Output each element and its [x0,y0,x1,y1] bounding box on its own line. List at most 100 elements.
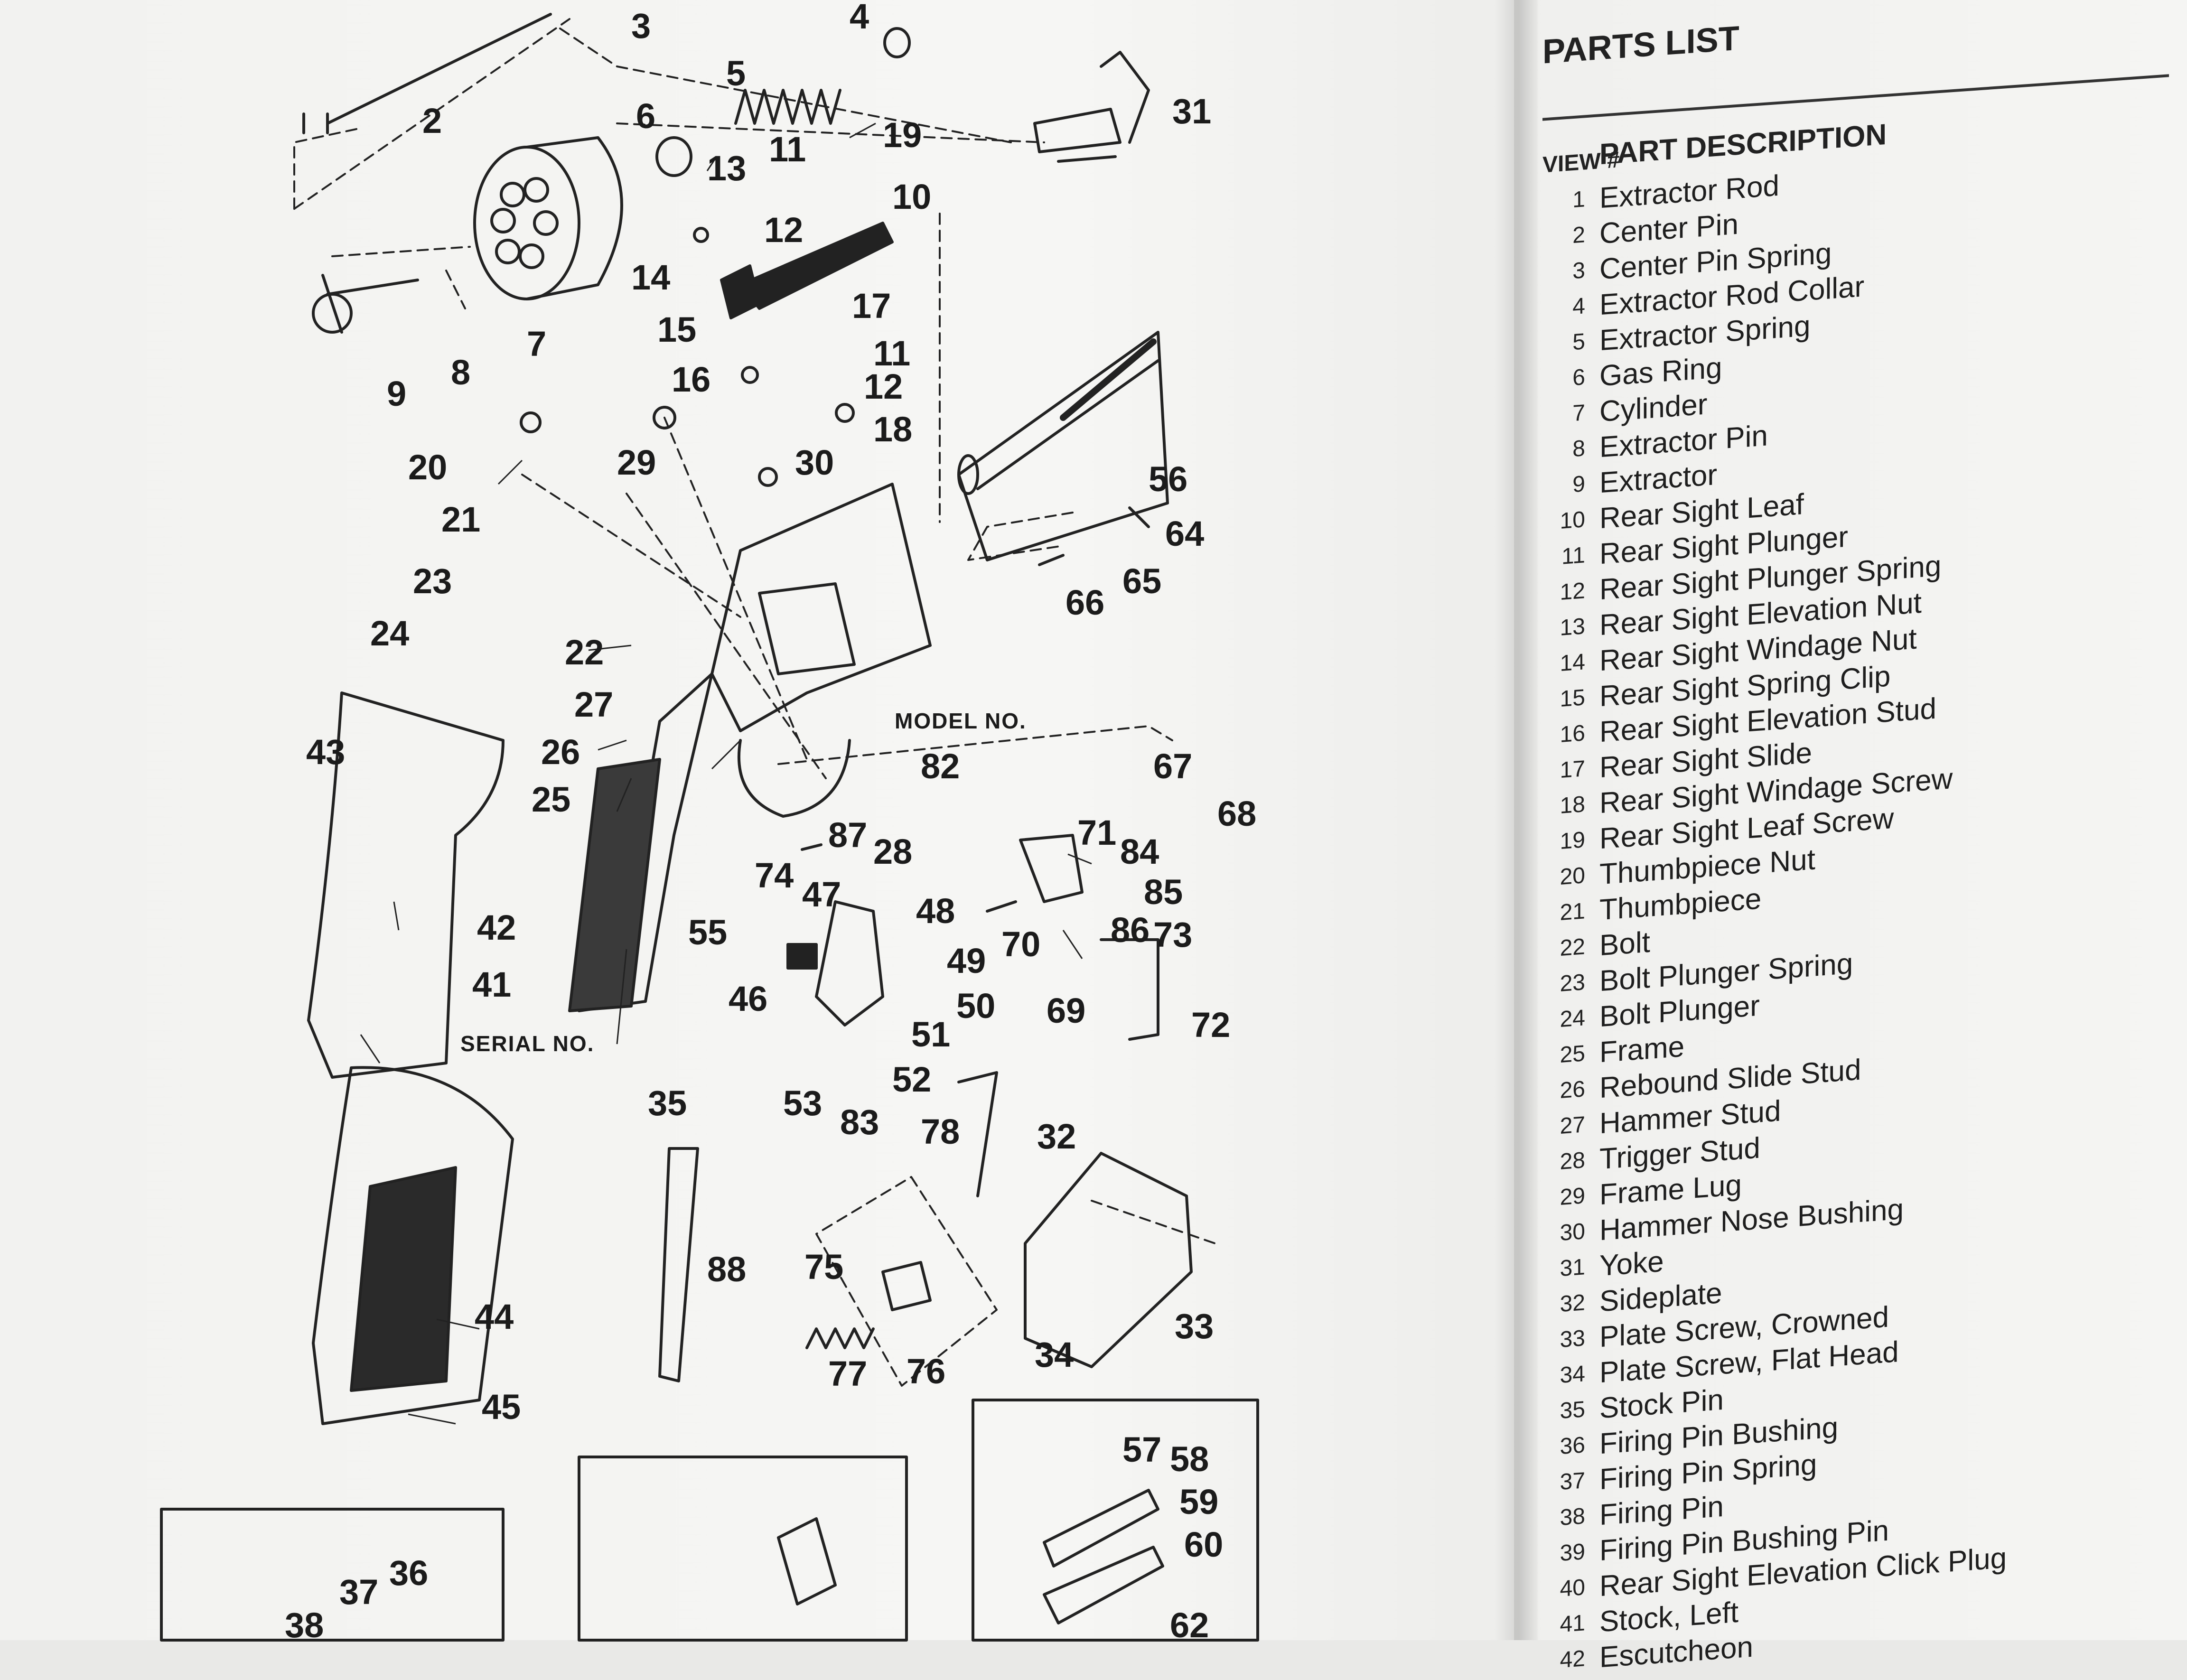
callout-19: 19 [883,115,922,155]
part-view-number: 13 [1560,614,1585,641]
callout-50: 50 [956,986,995,1026]
part-view-number: 29 [1560,1183,1585,1211]
callout-2: 2 [422,101,442,140]
part-view-number: 20 [1560,863,1585,890]
part-view-number: 4 [1572,293,1585,320]
diagram-page: 3 2 4 5 6 7 8 9 10 11 11 12 12 13 14 15 … [0,0,1514,1645]
part-view-number: 27 [1560,1112,1585,1139]
callout-36: 36 [389,1553,428,1593]
callout-37: 37 [339,1572,378,1612]
part-view-number: 33 [1560,1325,1585,1353]
part-view-number: 26 [1560,1076,1585,1104]
callout-49: 49 [947,941,986,980]
part-view-number: 24 [1560,1005,1585,1033]
part-view-number: 38 [1560,1503,1585,1531]
callout-34: 34 [1035,1335,1074,1374]
callout-55: 55 [688,913,727,952]
callout-72: 72 [1191,1005,1230,1045]
part-view-number: 16 [1560,720,1585,748]
callout-52: 52 [892,1060,931,1099]
callout-46: 46 [729,979,767,1018]
part-view-number: 42 [1560,1646,1585,1673]
callout-78: 78 [921,1112,960,1151]
part-view-number: 28 [1560,1148,1585,1175]
callout-35: 35 [648,1083,687,1123]
part-view-number: 8 [1572,436,1585,462]
part-view-number: 37 [1560,1468,1585,1495]
part-view-number: 2 [1572,222,1585,249]
part-view-number: 36 [1560,1432,1585,1460]
callout-16: 16 [672,360,710,399]
callout-22: 22 [565,633,604,672]
callout-3: 3 [631,6,651,46]
callout-23: 23 [413,561,452,601]
callout-66: 66 [1065,583,1104,622]
callout-38: 38 [285,1605,324,1645]
callout-60: 60 [1184,1525,1223,1564]
callout-88: 88 [707,1250,746,1289]
callout-84: 84 [1120,832,1159,871]
part-view-number: 25 [1560,1041,1585,1068]
part-view-number: 39 [1560,1539,1585,1567]
callout-10: 10 [892,177,931,216]
callout-44: 44 [475,1297,514,1336]
callout-12: 12 [764,210,803,250]
callout-15: 15 [657,310,696,349]
part-view-number: 10 [1560,507,1585,534]
part-view-number: 19 [1560,827,1585,855]
callout-74: 74 [755,856,794,895]
callout-56: 56 [1149,459,1187,499]
part-view-number: 6 [1572,364,1585,391]
serial-number-caption: SERIAL NO. [460,1031,594,1056]
part-view-number: 18 [1560,792,1585,819]
part-view-number: 11 [1561,542,1585,569]
part-view-number: 7 [1572,400,1585,427]
part-view-number: 32 [1560,1290,1585,1317]
callout-57: 57 [1122,1430,1161,1469]
part-view-number: 31 [1560,1254,1585,1282]
callout-45: 45 [482,1387,521,1427]
callout-47: 47 [802,875,841,914]
callout-68: 68 [1217,794,1256,833]
callout-20: 20 [408,448,447,487]
callout-6: 6 [636,96,655,136]
callout-11: 11 [769,130,806,169]
callout-4: 4 [850,0,869,36]
part-view-number: 41 [1560,1610,1585,1638]
part-view-number: 30 [1560,1219,1585,1246]
callout-18: 18 [873,410,912,449]
part-view-number: 34 [1560,1361,1585,1389]
part-view-number: 14 [1560,649,1585,677]
callout-62: 62 [1170,1605,1209,1645]
callout-42: 42 [477,908,516,947]
part-view-number: 5 [1572,329,1585,355]
callout-75: 75 [804,1247,843,1287]
part-description: Frame [1599,1030,1685,1069]
callout-76: 76 [907,1352,945,1391]
callout-24: 24 [370,614,409,653]
callout-83: 83 [840,1102,879,1142]
part-description: Bolt [1599,925,1650,962]
callout-26: 26 [541,732,580,772]
callout-32: 32 [1037,1117,1076,1156]
callout-67: 67 [1153,747,1192,786]
callout-17: 17 [852,286,891,326]
callout-41: 41 [472,965,511,1004]
part-view-number: 15 [1560,685,1585,712]
parts-list-title: PARTS LIST [1542,19,1739,71]
callout-11: 11 [873,334,910,373]
title-rule [1542,74,2169,121]
callout-12: 12 [864,367,903,406]
callout-82: 82 [921,747,960,786]
callout-59: 59 [1179,1482,1218,1521]
part-view-number: 35 [1560,1397,1585,1424]
callout-25: 25 [532,780,570,819]
part-view-number: 22 [1560,934,1585,961]
part-view-number: 9 [1572,471,1585,498]
callout-27: 27 [574,685,613,724]
part-view-number: 12 [1560,578,1585,606]
part-view-number: 3 [1572,258,1585,284]
callout-73: 73 [1153,915,1192,954]
part-view-number: 1 [1572,187,1585,213]
